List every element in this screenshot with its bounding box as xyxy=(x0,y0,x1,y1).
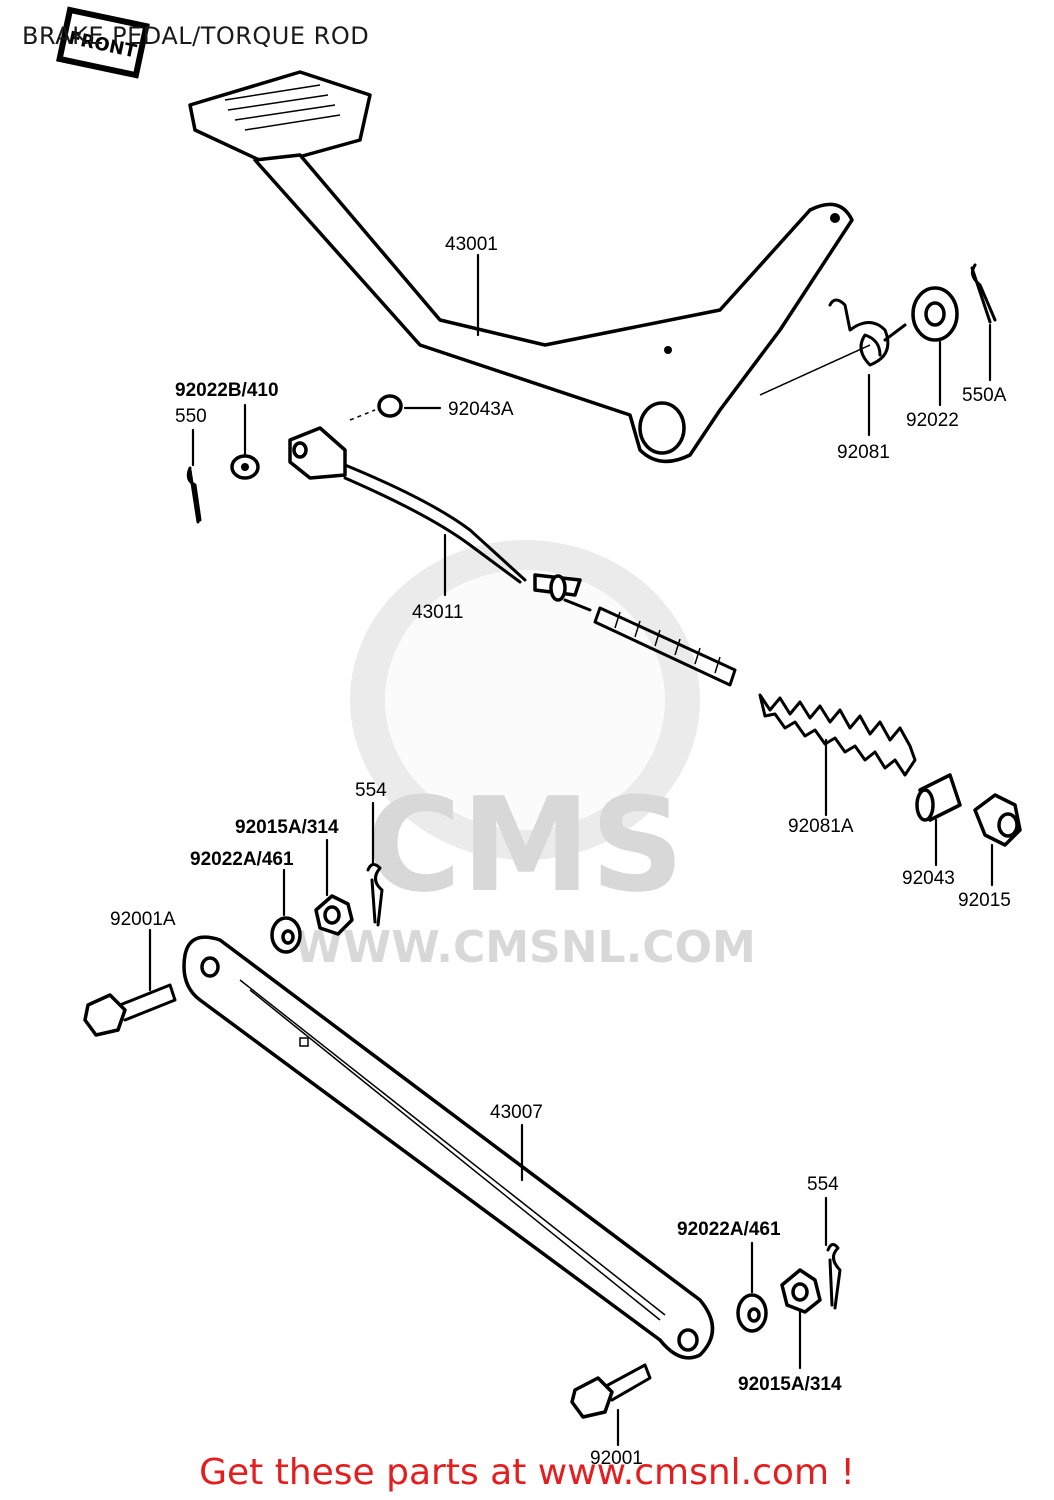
spring-92081A xyxy=(758,693,917,777)
label-92022B-410: 92022B/410 xyxy=(175,380,279,401)
spring-92081 xyxy=(828,298,907,367)
clevis-43011 xyxy=(288,426,527,584)
bolt-92001 xyxy=(570,1363,652,1419)
page-title: BRAKE PEDAL/TORQUE ROD xyxy=(22,22,370,50)
label-43001: 43001 xyxy=(445,234,498,255)
nut-92015A-bottom xyxy=(780,1268,822,1314)
label-92043A: 92043A xyxy=(448,399,514,420)
part-labels: 43001 92022B/410 550 92043A 92081 92022 … xyxy=(110,234,1011,1469)
collar-92043 xyxy=(915,773,962,822)
clip-554-bottom xyxy=(826,1243,842,1310)
nut-92015A-top xyxy=(314,894,354,936)
washer-92022A-bottom xyxy=(736,1293,768,1333)
pin-92043A xyxy=(377,394,403,418)
clip-554-top xyxy=(366,863,384,927)
nut-92015 xyxy=(973,793,1022,847)
label-92001A: 92001A xyxy=(110,909,176,930)
label-92015: 92015 xyxy=(958,890,1011,911)
label-92043: 92043 xyxy=(902,868,955,889)
front-badge: FRONT xyxy=(56,6,150,79)
label-92022: 92022 xyxy=(906,410,959,431)
cotter-pin-550A xyxy=(970,263,997,324)
rod-end xyxy=(533,573,737,687)
cta-link[interactable]: Get these parts at www.cmsnl.com ! xyxy=(199,1452,855,1493)
label-92081: 92081 xyxy=(837,442,890,463)
label-554-top: 554 xyxy=(355,780,387,801)
label-554-bottom: 554 xyxy=(807,1174,839,1195)
washer-92022A-top xyxy=(270,916,302,954)
washer-92022 xyxy=(911,286,959,342)
label-92015A-314-top: 92015A/314 xyxy=(235,817,339,838)
brake-pedal-43001 xyxy=(188,70,854,464)
label-92081A: 92081A xyxy=(788,816,854,837)
bolt-92001A xyxy=(83,983,177,1037)
label-92001: 92001 xyxy=(590,1448,643,1469)
label-550: 550 xyxy=(175,406,207,427)
label-92022A-461-bottom: 92022A/461 xyxy=(677,1219,781,1240)
cotter-pin-550 xyxy=(186,466,202,524)
label-550A: 550A xyxy=(962,385,1007,406)
label-43011: 43011 xyxy=(412,602,463,623)
torque-rod-43007 xyxy=(182,935,715,1360)
washer-92022B xyxy=(230,454,260,480)
label-43007: 43007 xyxy=(490,1102,543,1123)
watermark-url: WWW.CMSNL.COM xyxy=(294,922,756,973)
watermark-brand: CMS xyxy=(366,769,684,921)
label-92022A-461-top: 92022A/461 xyxy=(190,849,294,870)
label-92015A-314-bottom: 92015A/314 xyxy=(738,1374,842,1395)
watermark-logo: CMS WWW.CMSNL.COM xyxy=(294,540,756,973)
leader-lines xyxy=(148,253,994,1447)
